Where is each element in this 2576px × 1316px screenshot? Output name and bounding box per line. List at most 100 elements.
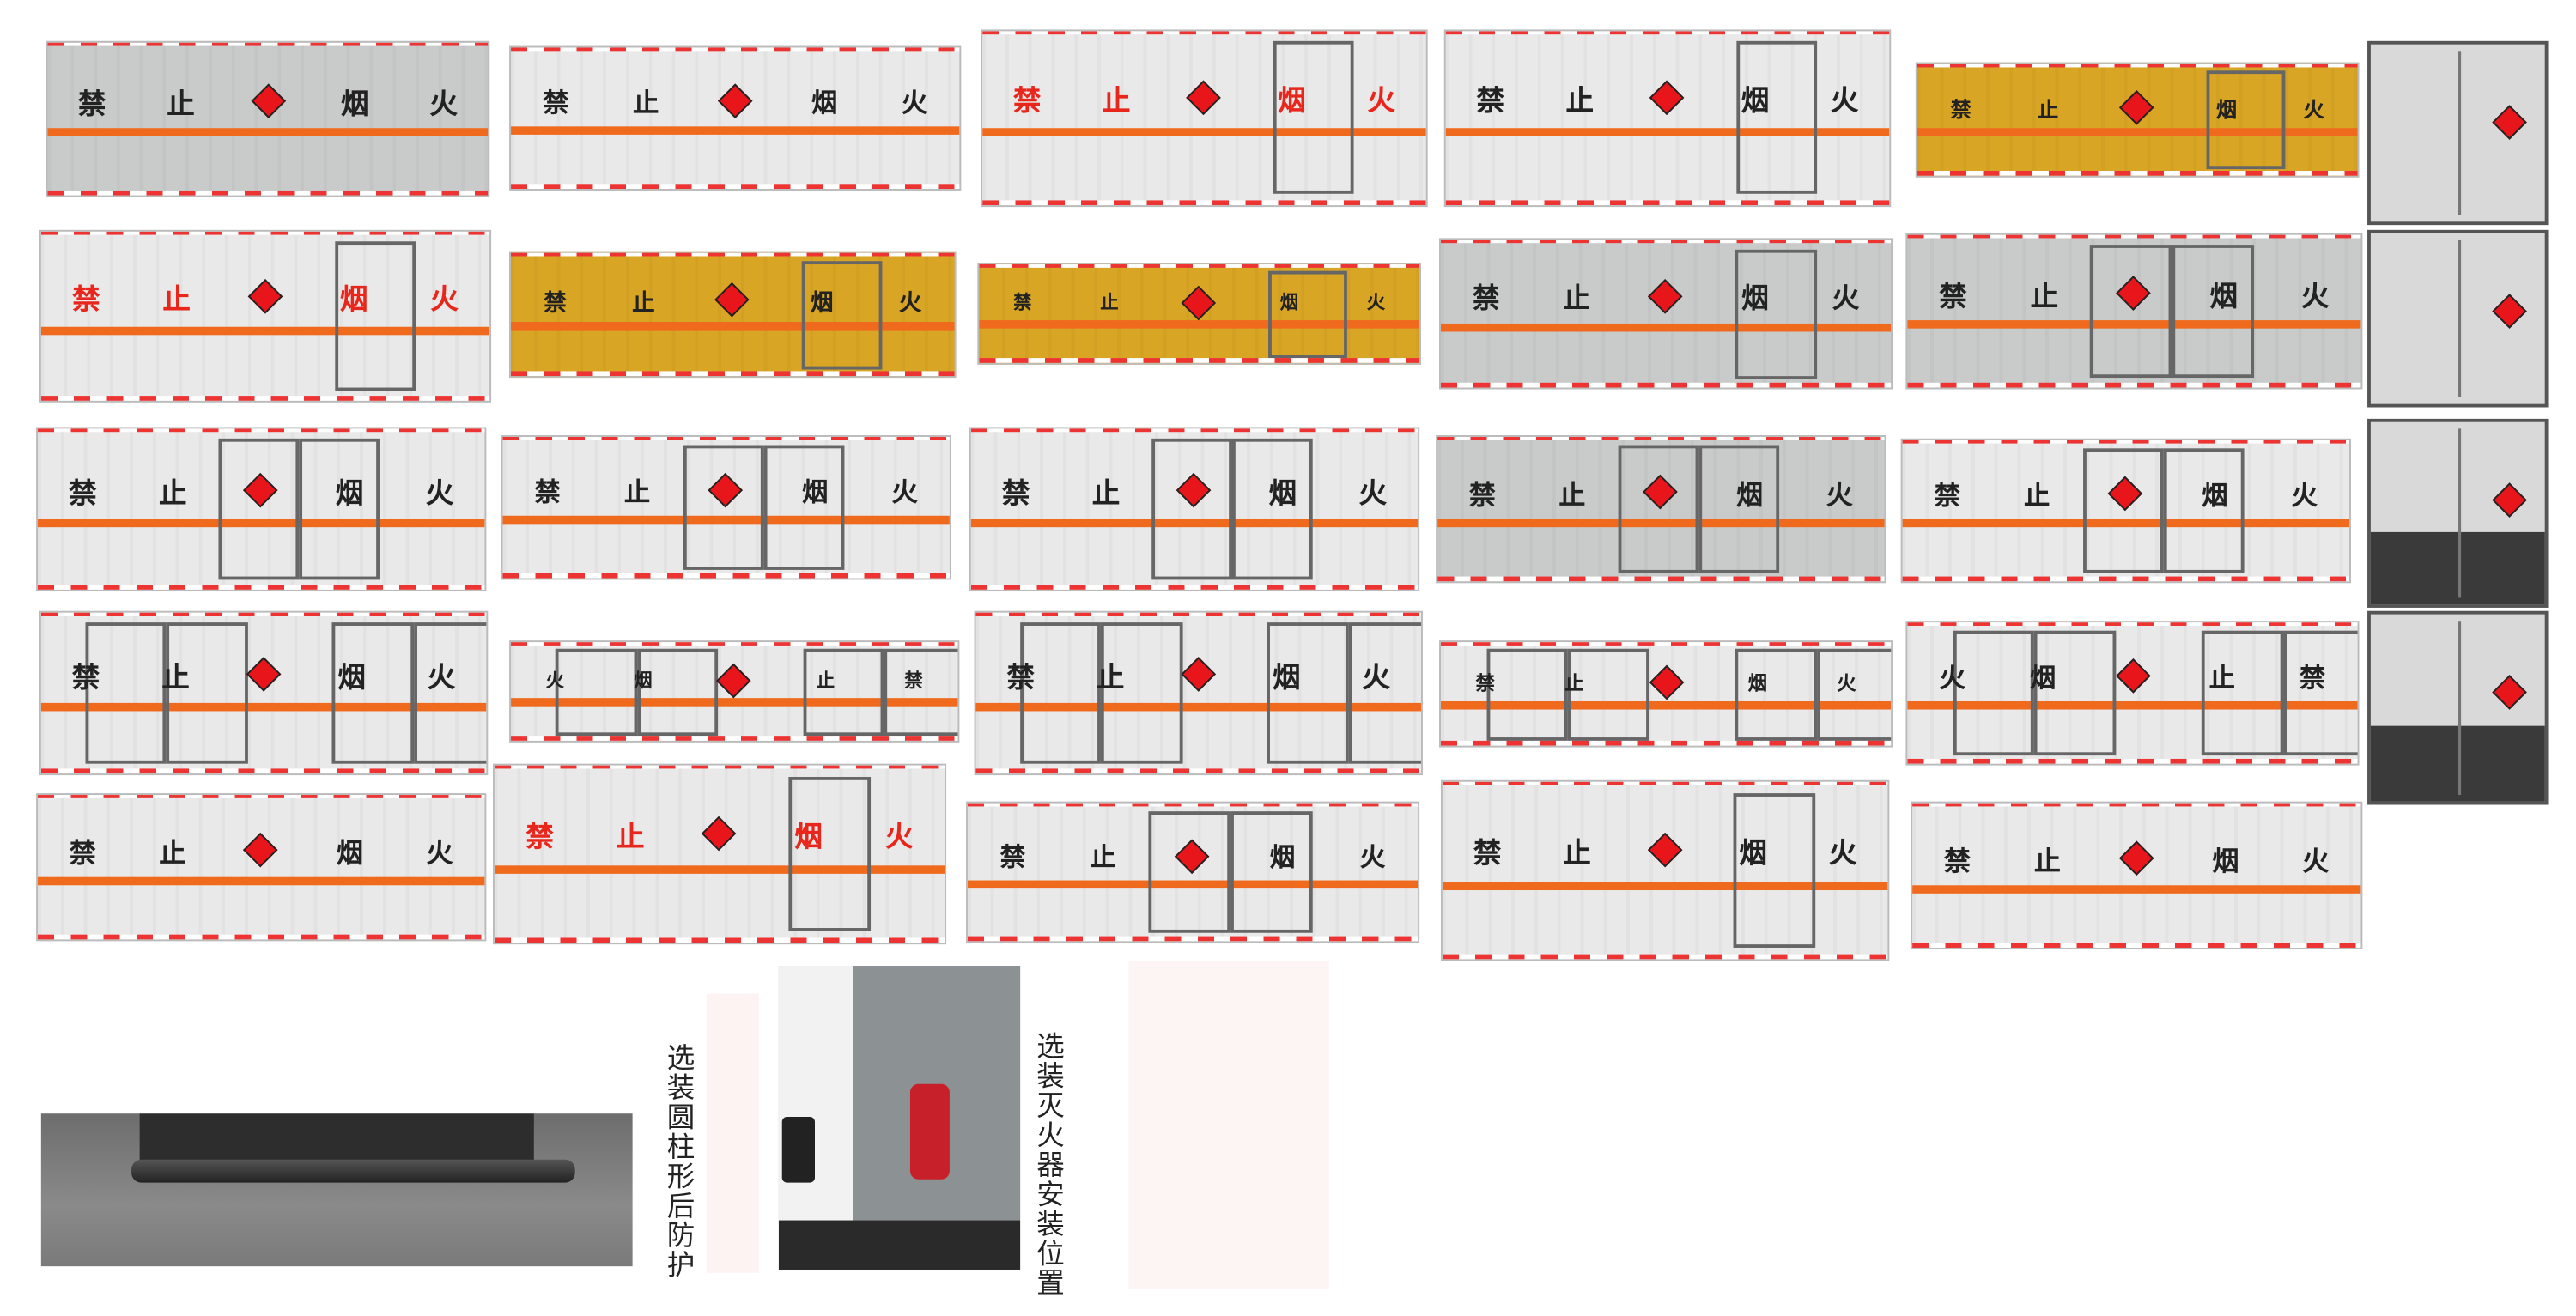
cargo-door bbox=[763, 446, 845, 570]
warning-char: 火 bbox=[1832, 283, 1860, 315]
pink-block bbox=[1128, 961, 1329, 1289]
hazard-diamond-icon bbox=[1648, 279, 1684, 314]
orange-stripe bbox=[511, 322, 955, 331]
cargo-box-side-panel: 禁止烟火 bbox=[39, 229, 492, 403]
cargo-box-side-panel: 禁止烟火 bbox=[1911, 801, 2363, 949]
warning-char: 烟 bbox=[1741, 283, 1769, 315]
orange-stripe bbox=[1907, 320, 2361, 330]
warning-char: 火 bbox=[884, 821, 914, 854]
hazard-diamond-icon bbox=[2119, 89, 2155, 125]
warning-char: 禁 bbox=[1939, 281, 1967, 314]
orange-stripe bbox=[1445, 128, 1890, 137]
orange-stripe bbox=[40, 326, 490, 335]
warning-char: 烟 bbox=[1736, 479, 1764, 511]
warning-char: 止 bbox=[2033, 845, 2061, 877]
cargo-box-side-panel: 禁止烟火 bbox=[36, 793, 487, 942]
warning-char: 火 bbox=[1837, 671, 1856, 695]
warning-char: 止 bbox=[1096, 662, 1125, 695]
cargo-door bbox=[2163, 448, 2245, 573]
warning-char: 火 bbox=[901, 88, 928, 119]
orange-stripe bbox=[1917, 127, 2358, 136]
hazard-diamond-icon bbox=[1648, 664, 1684, 700]
cargo-door bbox=[1267, 270, 1348, 359]
warning-char: 烟 bbox=[634, 670, 653, 692]
cargo-door bbox=[789, 776, 872, 932]
hazard-diamond-icon bbox=[1176, 472, 1212, 508]
warning-char: 烟 bbox=[337, 837, 364, 869]
cargo-door bbox=[217, 438, 300, 580]
warning-char: 火 bbox=[1826, 479, 1853, 511]
warning-char: 烟 bbox=[811, 290, 834, 317]
warning-char: 止 bbox=[167, 88, 195, 122]
cargo-box-side-panel: 禁止烟火 bbox=[1900, 438, 2351, 584]
cargo-door bbox=[2283, 631, 2358, 755]
warning-char: 禁 bbox=[1468, 479, 1496, 511]
orange-stripe bbox=[1907, 701, 2358, 711]
warning-char: 止 bbox=[816, 670, 835, 692]
cargo-door bbox=[1020, 622, 1102, 764]
cargo-door bbox=[2202, 631, 2284, 755]
hazard-diamond-icon bbox=[1181, 657, 1217, 692]
cargo-box-side-panel: 禁止烟火 bbox=[1905, 233, 2363, 390]
cargo-box-side-panel: 火烟止禁 bbox=[509, 640, 960, 743]
cargo-door bbox=[1817, 648, 1892, 741]
cargo-box-rear-view bbox=[2367, 40, 2549, 226]
cargo-box-side-panel: 禁止烟火 bbox=[509, 45, 962, 191]
cargo-door bbox=[1698, 446, 1780, 573]
warning-char: 烟 bbox=[335, 477, 364, 512]
warning-char: 禁 bbox=[999, 842, 1026, 873]
orange-stripe bbox=[967, 881, 1419, 889]
cargo-door bbox=[683, 446, 764, 570]
rear-guard-caption: 选装圆柱形后防护 bbox=[660, 1042, 694, 1280]
warning-char: 禁 bbox=[904, 670, 923, 692]
warning-char: 止 bbox=[161, 662, 190, 695]
hazard-diamond-icon bbox=[243, 833, 279, 868]
warning-char: 止 bbox=[159, 837, 186, 869]
cargo-door bbox=[167, 622, 248, 764]
cargo-door bbox=[1567, 648, 1649, 741]
hazard-diamond-icon bbox=[247, 278, 283, 314]
rear-guard-photo bbox=[40, 1113, 633, 1267]
warning-char: 烟 bbox=[337, 662, 366, 695]
warning-char: 禁 bbox=[526, 821, 554, 854]
extinguisher-caption: 选装灭火器安装位置 bbox=[1030, 1031, 1063, 1298]
orange-stripe bbox=[1912, 884, 2361, 893]
fire-extinguisher bbox=[909, 1083, 950, 1180]
warning-char: 烟 bbox=[1273, 662, 1301, 695]
warning-char: 禁 bbox=[534, 476, 561, 509]
warning-char: 禁 bbox=[71, 662, 100, 695]
warning-char: 禁 bbox=[72, 283, 100, 318]
cargo-door bbox=[1230, 811, 1313, 933]
warning-char: 止 bbox=[2030, 281, 2059, 314]
cargo-door bbox=[332, 622, 414, 764]
cargo-door bbox=[2205, 70, 2286, 170]
hazard-diamond-icon bbox=[715, 282, 750, 318]
orange-stripe bbox=[1902, 519, 2350, 528]
warning-char: 烟 bbox=[1747, 671, 1768, 695]
hazard-diamond-icon bbox=[2492, 482, 2527, 518]
warning-char: 火 bbox=[545, 670, 565, 692]
hazard-diamond-icon bbox=[2115, 658, 2150, 694]
warning-char: 火 bbox=[1939, 662, 1966, 694]
warning-char: 火 bbox=[427, 662, 456, 695]
cargo-box-side-panel: 禁止烟火 bbox=[1440, 779, 1890, 961]
orange-stripe bbox=[494, 864, 945, 873]
cylindrical-rear-guard bbox=[131, 1159, 575, 1183]
cargo-box-side-panel: 火烟止禁 bbox=[1905, 621, 2360, 766]
cargo-box-side-panel: 禁止烟火 bbox=[492, 763, 947, 945]
warning-char: 禁 bbox=[77, 88, 106, 122]
hazard-diamond-icon bbox=[243, 472, 279, 508]
cargo-door bbox=[299, 438, 380, 580]
warning-char: 止 bbox=[162, 283, 191, 318]
cargo-box-side-panel: 禁止烟火 bbox=[969, 427, 1420, 591]
warning-char: 火 bbox=[1362, 662, 1390, 695]
warning-char: 禁 bbox=[1006, 662, 1035, 695]
orange-stripe bbox=[1442, 881, 1888, 890]
orange-stripe bbox=[502, 516, 950, 525]
warning-char: 烟 bbox=[1278, 85, 1306, 118]
warning-char: 止 bbox=[633, 88, 659, 119]
orange-stripe bbox=[1440, 323, 1892, 331]
warning-char: 烟 bbox=[2216, 96, 2238, 122]
warning-char: 烟 bbox=[802, 476, 829, 509]
